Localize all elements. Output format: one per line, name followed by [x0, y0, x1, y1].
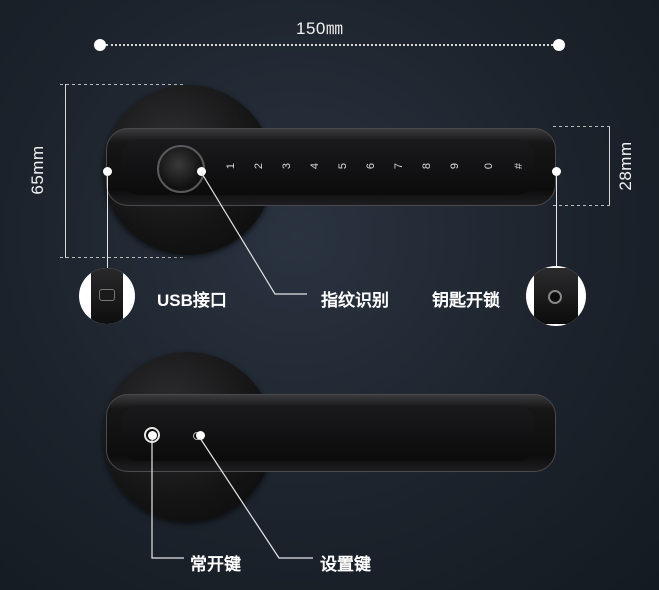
key-cylinder-thumbnail: [526, 266, 586, 326]
keypad-key[interactable]: 9: [449, 162, 461, 170]
height-dimension-line: [65, 84, 66, 258]
lever-height-dimension-label: 28mm: [616, 141, 635, 191]
setting-key-callout-line: [199, 437, 313, 559]
lever-height-dimension-line: [609, 126, 610, 206]
passage-key-callout-dot: [148, 431, 157, 440]
usb-port-thumbnail: [79, 268, 135, 324]
key-callout-dot: [552, 167, 561, 176]
passage-key-callout-line: [151, 438, 184, 559]
keypad-key[interactable]: 6: [365, 162, 377, 170]
fingerprint-callout-dot: [197, 167, 206, 176]
keypad-key[interactable]: 0: [483, 162, 495, 170]
usb-port-icon: [99, 289, 115, 301]
keypad-key[interactable]: 7: [393, 162, 405, 170]
top-lock-lever: [106, 128, 556, 206]
width-dimension-line: [106, 44, 553, 46]
key-callout-line: [556, 176, 557, 268]
key-label: 钥匙开锁: [432, 291, 500, 310]
width-dimension-left-endpoint: [94, 39, 106, 51]
keypad-key[interactable]: 5: [337, 162, 349, 170]
usb-label: USB接口: [157, 291, 227, 310]
bottom-lock-lever: [106, 394, 556, 472]
width-dimension-label: 150㎜: [296, 19, 344, 38]
usb-callout-dot: [103, 167, 112, 176]
keypad-key[interactable]: 8: [421, 162, 433, 170]
keypad-key[interactable]: #: [513, 162, 525, 170]
bottom-lock-lever-panel: [121, 405, 535, 461]
width-dimension-right-endpoint: [553, 39, 565, 51]
fingerprint-callout-line: [200, 171, 307, 295]
height-dimension-label: 65mm: [28, 145, 47, 195]
setting-key-callout-dot: [196, 431, 205, 440]
height-dimension-bottom-tick: [60, 257, 185, 258]
passage-key-label: 常开键: [190, 555, 241, 574]
lever-height-bottom-tick: [553, 205, 613, 206]
key-cylinder-icon: [548, 290, 562, 304]
lever-height-top-tick: [553, 126, 613, 127]
setting-key-label: 设置键: [320, 555, 371, 574]
fingerprint-label: 指纹识别: [321, 291, 389, 310]
height-dimension-top-tick: [60, 84, 185, 85]
usb-callout-line: [107, 176, 108, 268]
